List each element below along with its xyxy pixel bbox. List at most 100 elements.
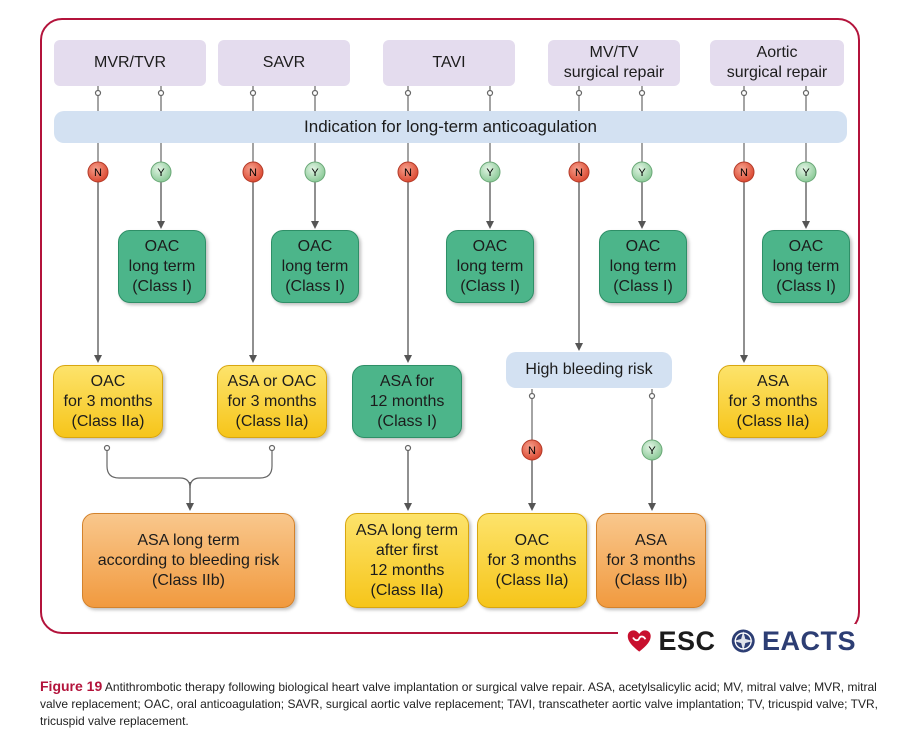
eacts-logo-text: EACTS xyxy=(761,625,856,656)
box-line: long term xyxy=(281,257,349,275)
logos: ESC EACTS xyxy=(618,624,856,658)
box-line: after first xyxy=(375,541,439,559)
box-line: long term xyxy=(128,257,196,275)
oac-long-term-box: OAC long term (Class I) xyxy=(118,230,206,303)
badge-no: N xyxy=(87,161,109,183)
box-line: (Class IIb) xyxy=(614,571,688,589)
box-line: 12 months xyxy=(369,392,445,410)
box-line: for 3 months xyxy=(63,392,153,410)
badge-no: N xyxy=(568,161,590,183)
box-line: OAC xyxy=(472,237,508,255)
box-line: (Class I) xyxy=(285,277,345,295)
category-label-line1: Aortic xyxy=(756,44,798,61)
box-line: according to bleeding risk xyxy=(97,551,280,569)
tavi-asa-12-months-box: ASA for 12 months (Class I) xyxy=(352,365,462,438)
category-label-line2: surgical repair xyxy=(563,64,665,81)
category-tavi: TAVI xyxy=(383,40,515,86)
svg-text:Y: Y xyxy=(638,167,646,179)
category-mvr-tvr: MVR/TVR xyxy=(54,40,206,86)
eacts-globe-icon xyxy=(731,629,755,653)
badge-yes: Y xyxy=(641,439,663,461)
svg-text:N: N xyxy=(249,167,257,179)
svg-text:N: N xyxy=(575,167,583,179)
mvr-oac-3-months-box: OAC for 3 months (Class IIa) xyxy=(53,365,163,438)
caption-text: Antithrombotic therapy following biologi… xyxy=(40,680,878,728)
box-line: OAC xyxy=(514,531,550,549)
badge-no: N xyxy=(521,439,543,461)
high-bleeding-risk-box: High bleeding risk xyxy=(506,352,672,388)
indication-label: Indication for long-term anticoagulation xyxy=(304,117,597,136)
box-line: OAC xyxy=(144,237,180,255)
svg-text:Y: Y xyxy=(311,167,319,179)
badge-no: N xyxy=(397,161,419,183)
svg-text:Y: Y xyxy=(648,445,656,457)
figure-caption: Figure 19 Antithrombotic therapy followi… xyxy=(40,678,880,730)
hbr-yes-asa-3-months-box: ASA for 3 months (Class IIb) xyxy=(596,513,706,608)
badge-yes: Y xyxy=(150,161,172,183)
box-line: ASA long term xyxy=(137,531,240,549)
box-line: (Class I) xyxy=(776,277,836,295)
indication-bar: Indication for long-term anticoagulation xyxy=(54,111,847,143)
category-aortic-repair: Aortic surgical repair xyxy=(710,40,844,86)
savr-asa-or-oac-box: ASA or OAC for 3 months (Class IIa) xyxy=(217,365,327,438)
box-line: (Class I) xyxy=(377,412,437,430)
esc-logo-text: ESC xyxy=(658,625,716,656)
badge-yes: Y xyxy=(304,161,326,183)
svg-text:N: N xyxy=(94,167,102,179)
box-line: 12 months xyxy=(369,561,445,579)
box-line: ASA xyxy=(634,531,667,549)
box-line: (Class I) xyxy=(613,277,673,295)
esc-heart-icon xyxy=(627,630,651,652)
box-line: (Class I) xyxy=(460,277,520,295)
diagram-frame xyxy=(40,18,860,634)
box-line: ASA for xyxy=(379,372,435,390)
oac-long-term-box: OAC long term (Class I) xyxy=(446,230,534,303)
box-line: ASA or OAC xyxy=(227,372,317,390)
category-label-line1: MV/TV xyxy=(589,44,639,61)
asa-long-term-bleeding-risk-box: ASA long term according to bleeding risk… xyxy=(82,513,295,608)
figure-label: Figure 19 xyxy=(40,678,103,694)
svg-text:N: N xyxy=(404,167,412,179)
box-line: long term xyxy=(456,257,524,275)
svg-text:Y: Y xyxy=(157,167,165,179)
badge-yes: Y xyxy=(631,161,653,183)
box-line: ASA xyxy=(756,372,789,390)
box-line: (Class I) xyxy=(132,277,192,295)
box-line: High bleeding risk xyxy=(525,361,653,378)
box-line: (Class IIa) xyxy=(495,571,569,589)
hbr-no-oac-3-months-box: OAC for 3 months (Class IIa) xyxy=(477,513,587,608)
box-line: for 3 months xyxy=(728,392,818,410)
box-line: (Class IIb) xyxy=(152,571,225,589)
badge-yes: Y xyxy=(479,161,501,183)
box-line: OAC xyxy=(788,237,824,255)
box-line: long term xyxy=(609,257,677,275)
box-line: for 3 months xyxy=(606,551,696,569)
box-line: ASA long term xyxy=(355,521,459,539)
badge-no: N xyxy=(733,161,755,183)
badge-no: N xyxy=(242,161,264,183)
asa-long-term-after-12-months-box: ASA long term after first 12 months (Cla… xyxy=(345,513,469,608)
svg-text:Y: Y xyxy=(802,167,810,179)
box-line: (Class IIa) xyxy=(71,412,145,430)
category-mv-tv-repair: MV/TV surgical repair xyxy=(548,40,680,86)
svg-text:N: N xyxy=(528,445,536,457)
box-line: OAC xyxy=(297,237,333,255)
box-line: long term xyxy=(772,257,840,275)
category-label: SAVR xyxy=(262,54,306,71)
svg-text:N: N xyxy=(740,167,748,179)
category-label: MVR/TVR xyxy=(94,54,166,71)
aortic-asa-3-months-box: ASA for 3 months (Class IIa) xyxy=(718,365,828,438)
box-line: OAC xyxy=(90,372,126,390)
box-line: (Class IIa) xyxy=(235,412,309,430)
box-line: (Class IIa) xyxy=(736,412,810,430)
box-line: (Class IIa) xyxy=(370,581,444,599)
box-line: for 3 months xyxy=(227,392,317,410)
badge-yes: Y xyxy=(795,161,817,183)
box-line: OAC xyxy=(625,237,661,255)
oac-long-term-box: OAC long term (Class I) xyxy=(762,230,850,303)
box-line: for 3 months xyxy=(487,551,577,569)
category-label: TAVI xyxy=(432,54,466,71)
oac-long-term-box: OAC long term (Class I) xyxy=(599,230,687,303)
